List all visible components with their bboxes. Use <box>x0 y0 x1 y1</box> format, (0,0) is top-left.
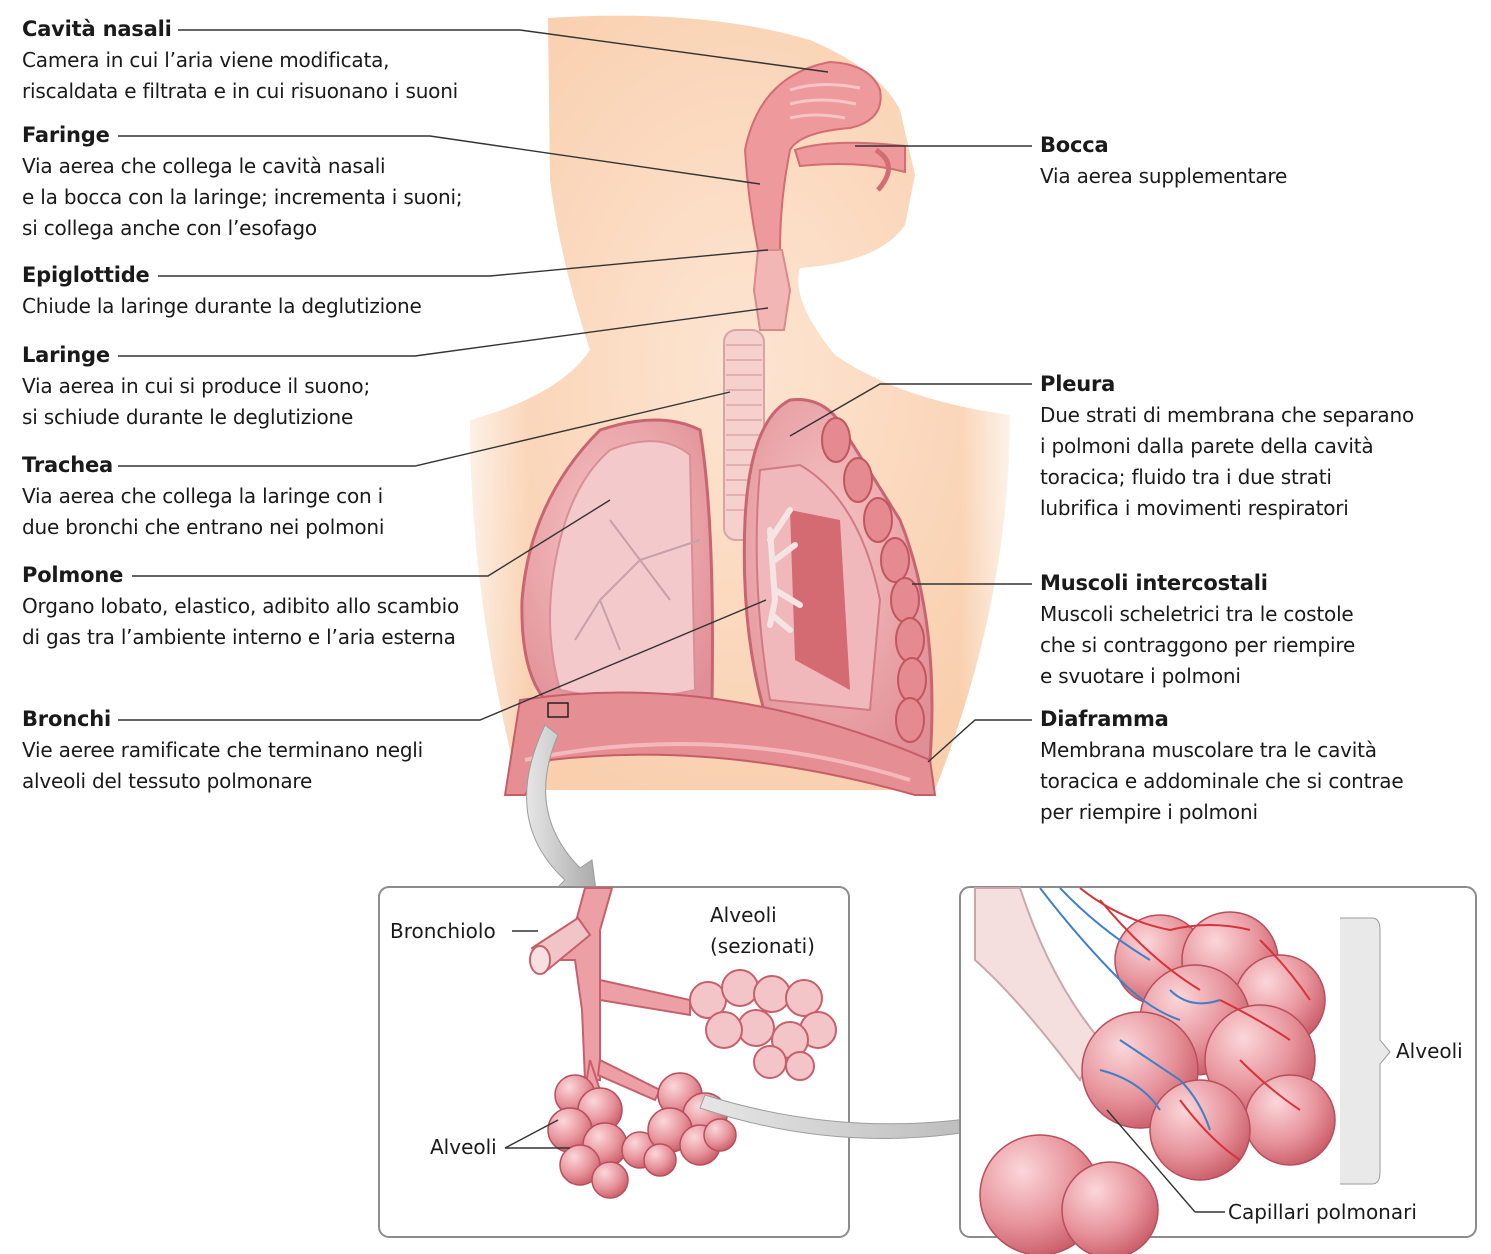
label-description: Camera in cui l’aria viene modificata, r… <box>22 45 458 107</box>
label-bocca: Bocca Via aerea supplementare <box>1040 130 1287 192</box>
label-bronchi: Bronchi Vie aeree ramificate che termina… <box>22 704 423 797</box>
inset1-alveoli-label: Alveoli <box>430 1135 497 1159</box>
label-title: Bocca <box>1040 133 1109 157</box>
label-faringe: Faringe Via aerea che collega le cavità … <box>22 120 463 244</box>
label-title: Trachea <box>22 453 113 477</box>
label-title: Polmone <box>22 563 124 587</box>
leader-lines <box>118 29 1032 763</box>
inset-capillaries-panel <box>959 886 1477 1254</box>
label-diaframma: Diaframma Membrana muscolare tra le cavi… <box>1040 704 1404 828</box>
description-line: due bronchi che entrano nei polmoni <box>22 515 385 539</box>
description-line: Via aerea in cui si produce il suono; <box>22 374 370 398</box>
description-line: si schiude durante le deglutizione <box>22 405 354 429</box>
description-line: i polmoni dalla parete della cavità <box>1040 434 1374 458</box>
inset2-capillari-label: Capillari polmonari <box>1228 1200 1417 1224</box>
description-line: Vie aeree ramificate che terminano negli <box>22 738 424 762</box>
label-title: Cavità nasali <box>22 17 172 41</box>
label-polmone: Polmone Organo lobato, elastico, adibito… <box>22 560 459 653</box>
label-title: Diaframma <box>1040 707 1169 731</box>
description-line: Via aerea che collega le cavità nasali <box>22 154 386 178</box>
description-line: toracica e addominale che si contrae <box>1040 769 1404 793</box>
label-muscoli-intercostali: Muscoli intercostali Muscoli scheletrici… <box>1040 568 1355 692</box>
label-pleura: Pleura Due strati di membrana che separa… <box>1040 369 1414 524</box>
label-title: Bronchi <box>22 707 111 731</box>
description-line: toracica; fluido tra i due strati <box>1040 465 1332 489</box>
label-description: Via aerea che collega le cavità nasali e… <box>22 151 463 244</box>
description-line: e svuotare i polmoni <box>1040 664 1241 688</box>
label-title: Muscoli intercostali <box>1040 571 1268 595</box>
zoom-box <box>547 702 569 718</box>
description-line: Organo lobato, elastico, adibito allo sc… <box>22 594 460 618</box>
description-line: Chiude la laringe durante la deglutizion… <box>22 294 422 318</box>
label-description: Muscoli scheletrici tra le costole che s… <box>1040 599 1355 692</box>
description-line: e la bocca con la laringe; incrementa i … <box>22 185 463 209</box>
label-epiglottide: Epiglottide Chiude la laringe durante la… <box>22 260 422 322</box>
label-description: Via aerea in cui si produce il suono; si… <box>22 371 370 433</box>
label-description: Due strati di membrana che separano i po… <box>1040 400 1414 524</box>
label-line: Alveoli <box>710 903 777 927</box>
nasal-cavity <box>743 60 906 251</box>
description-line: si collega anche con l’esofago <box>22 216 317 240</box>
label-title: Pleura <box>1040 372 1116 396</box>
inset1-alveoli-sectioned-label: Alveoli (sezionati) <box>710 900 815 962</box>
label-title: Laringe <box>22 343 110 367</box>
label-laringe: Laringe Via aerea in cui si produce il s… <box>22 340 370 433</box>
label-description: Vie aeree ramificate che terminano negli… <box>22 735 423 797</box>
label-title: Faringe <box>22 123 110 147</box>
description-line: Due strati di membrana che separano <box>1040 403 1414 427</box>
description-line: lubrifica i movimenti respiratori <box>1040 496 1349 520</box>
description-line: per riempire i polmoni <box>1040 800 1258 824</box>
description-line: Camera in cui l’aria viene modificata, <box>22 48 390 72</box>
right-lung <box>742 398 934 762</box>
left-lung <box>520 418 714 716</box>
label-description: Chiude la laringe durante la deglutizion… <box>22 291 422 322</box>
inset2-alveoli-label: Alveoli <box>1396 1039 1463 1063</box>
label-trachea: Trachea Via aerea che collega la laringe… <box>22 450 384 543</box>
description-line: che si contraggono per riempire <box>1040 633 1356 657</box>
label-line: (sezionati) <box>710 934 815 958</box>
description-line: Via aerea che collega la laringe con i <box>22 484 383 508</box>
label-title: Epiglottide <box>22 263 150 287</box>
description-line: alveoli del tessuto polmonare <box>22 769 313 793</box>
description-line: Via aerea supplementare <box>1040 164 1288 188</box>
label-cavita-nasali: Cavità nasali Camera in cui l’aria viene… <box>22 14 458 107</box>
description-line: Muscoli scheletrici tra le costole <box>1040 602 1354 626</box>
label-description: Organo lobato, elastico, adibito allo sc… <box>22 591 459 653</box>
inset1-bronchiolo-label: Bronchiolo <box>390 919 496 943</box>
description-line: Membrana muscolare tra le cavità <box>1040 738 1377 762</box>
label-description: Via aerea supplementare <box>1040 161 1287 192</box>
description-line: riscaldata e filtrata e in cui risuonano… <box>22 79 459 103</box>
label-description: Via aerea che collega la laringe con i d… <box>22 481 384 543</box>
label-description: Membrana muscolare tra le cavità toracic… <box>1040 735 1404 828</box>
description-line: di gas tra l’ambiente interno e l’aria e… <box>22 625 456 649</box>
inset-bronchiole-panel <box>378 886 850 1238</box>
